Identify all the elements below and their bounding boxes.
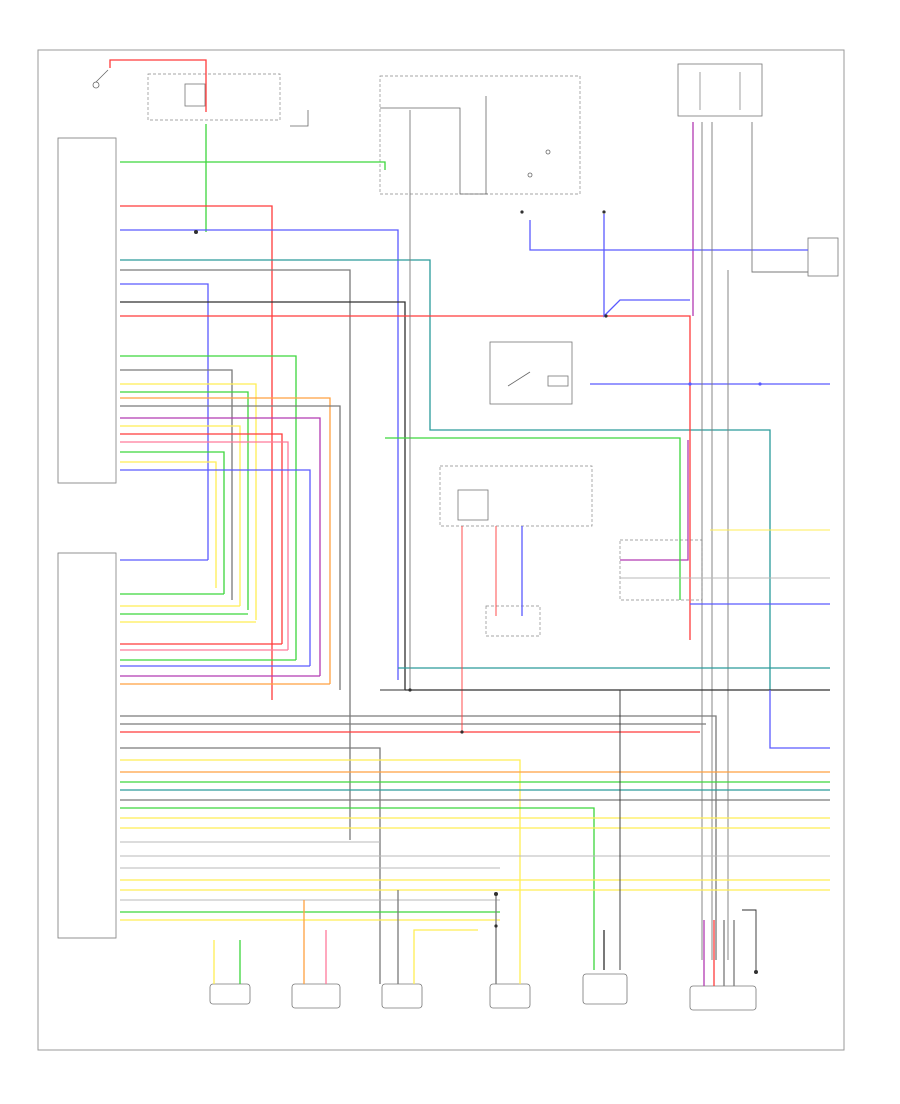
- sensor-1: [209, 983, 251, 1005]
- ignition-sw2: [439, 465, 593, 637]
- wires: [109, 59, 830, 986]
- fuse-top: [92, 69, 109, 89]
- blower-motor: [807, 237, 839, 277]
- upper-connector-block: [57, 137, 117, 484]
- sensor-5: [582, 973, 628, 1005]
- sensor-6: [689, 985, 757, 1011]
- sensor-3: [381, 983, 423, 1009]
- relay-top: [147, 73, 281, 121]
- blower-relay: [677, 63, 763, 117]
- lower-connector-block: [57, 552, 117, 939]
- dimmer-relay: [489, 341, 573, 405]
- sensor-4: [489, 983, 531, 1009]
- diagram-frame: [37, 49, 845, 1051]
- connector-dots: [194, 210, 762, 974]
- sensor-2: [291, 983, 341, 1009]
- ignition-switch: [290, 75, 581, 195]
